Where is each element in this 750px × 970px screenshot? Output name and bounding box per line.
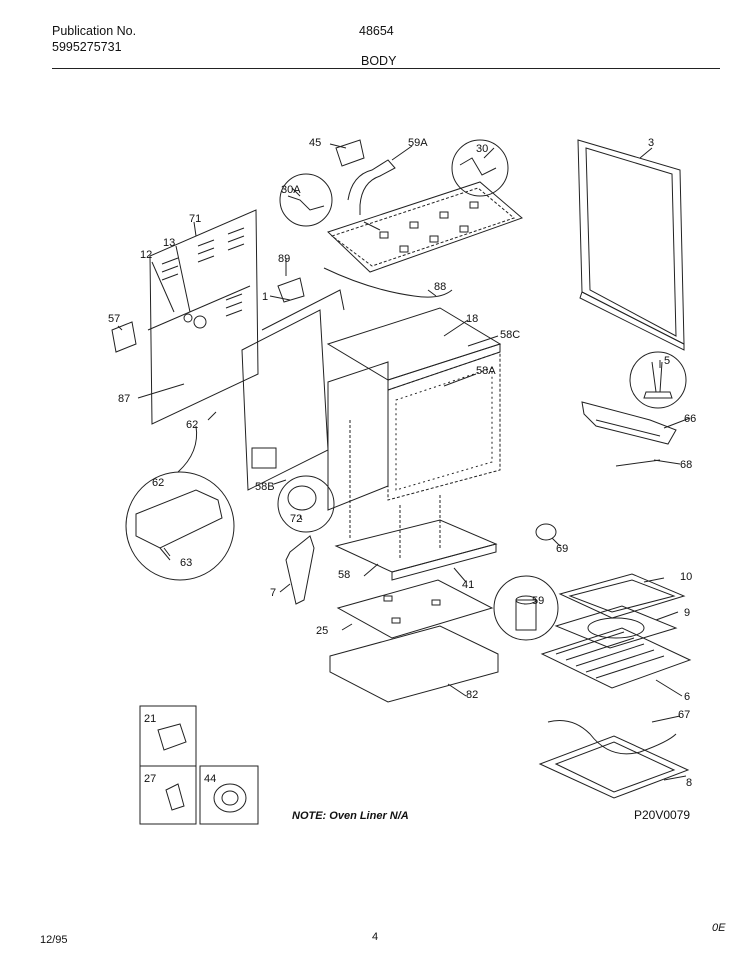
footer-date: 12/95 [40, 934, 68, 946]
inset-box-44 [199, 765, 259, 825]
plug-69 [535, 523, 557, 541]
callout-30: 30 [476, 143, 488, 155]
callout-62-detail: 62 [152, 477, 164, 489]
callout-25: 25 [316, 625, 328, 637]
diagram-artwork [111, 139, 692, 825]
callout-58c: 58C [500, 329, 520, 341]
publication-number: 5995275731 [52, 40, 122, 54]
broil-pan-insert-10 [558, 573, 686, 619]
callout-66: 66 [684, 413, 696, 425]
leveling-leg-7 [285, 535, 315, 605]
callout-27: 27 [144, 773, 156, 785]
detail-circle-30 [451, 139, 509, 197]
callout-9: 9 [684, 607, 690, 619]
callout-44: 44 [204, 773, 216, 785]
callout-6: 6 [684, 691, 690, 703]
callout-30a: 30A [281, 184, 301, 196]
callout-7: 7 [270, 587, 276, 599]
side-panel [241, 309, 329, 491]
rear-panel [149, 209, 259, 425]
callout-88: 88 [434, 281, 446, 293]
detail-circle-5 [629, 351, 687, 409]
broil-element-68 [615, 459, 661, 467]
callout-62-top: 62 [186, 419, 198, 431]
header-divider [52, 68, 720, 69]
callout-13: 13 [163, 237, 175, 249]
callout-71: 71 [189, 213, 201, 225]
callout-45: 45 [309, 137, 321, 149]
terminal-block-89 [277, 277, 305, 303]
callout-10: 10 [680, 571, 692, 583]
door-panel-3 [577, 139, 685, 345]
door-frame-8 [538, 735, 690, 799]
bake-element-66 [581, 401, 677, 445]
callout-41: 41 [462, 579, 474, 591]
callout-5: 5 [664, 355, 670, 367]
detail-circle-62 [125, 471, 235, 581]
callout-67: 67 [678, 709, 690, 721]
callout-58: 58 [338, 569, 350, 581]
wire-harness-88 [323, 267, 453, 298]
callout-58a: 58A [476, 365, 496, 377]
callout-59a: 59A [408, 137, 428, 149]
diagram-note: NOTE: Oven Liner N/A [292, 810, 409, 822]
callout-82: 82 [466, 689, 478, 701]
panel-25 [336, 579, 494, 639]
bottom-insulation-58 [334, 519, 498, 573]
oven-side-insulation [327, 361, 389, 511]
callout-89: 89 [278, 253, 290, 265]
callout-21: 21 [144, 713, 156, 725]
callout-69: 69 [556, 543, 568, 555]
callout-59: 59 [532, 595, 544, 607]
bottom-tray-82 [329, 625, 499, 703]
model-number: 48654 [359, 24, 394, 38]
detail-circle-59 [493, 575, 559, 641]
detail-circle-30a [279, 173, 333, 227]
broil-pan-9 [554, 605, 678, 649]
wire-harness-67 [547, 720, 677, 755]
detail-circle-72 [277, 475, 335, 533]
oven-cavity [387, 351, 501, 501]
part-callouts: 45 59A 30 3 30A 71 12 13 89 1 88 57 18 5… [108, 137, 696, 789]
callout-18: 18 [466, 313, 478, 325]
diagram-code: P20V0079 [634, 808, 691, 822]
callout-12: 12 [140, 249, 152, 261]
callout-3: 3 [648, 137, 654, 149]
bracket-45 [335, 139, 365, 167]
callout-63: 63 [180, 557, 192, 569]
label-57 [111, 321, 137, 353]
publication-label: Publication No. [52, 24, 137, 38]
corner-mark: 0E [712, 922, 726, 934]
callout-57: 57 [108, 313, 120, 325]
oven-rack-6 [540, 627, 692, 689]
top-hinge-bracket [347, 159, 396, 215]
inset-box-27 [139, 765, 197, 825]
callout-1: 1 [262, 291, 268, 303]
cooktop-top-panel [327, 181, 523, 273]
callout-87: 87 [118, 393, 130, 405]
callout-72: 72 [290, 513, 302, 525]
callout-8: 8 [686, 777, 692, 789]
section-title: BODY [361, 54, 397, 68]
callout-68: 68 [680, 459, 692, 471]
page-number: 4 [372, 931, 379, 943]
callout-58b: 58B [255, 481, 275, 493]
detail-arrow [177, 425, 198, 473]
